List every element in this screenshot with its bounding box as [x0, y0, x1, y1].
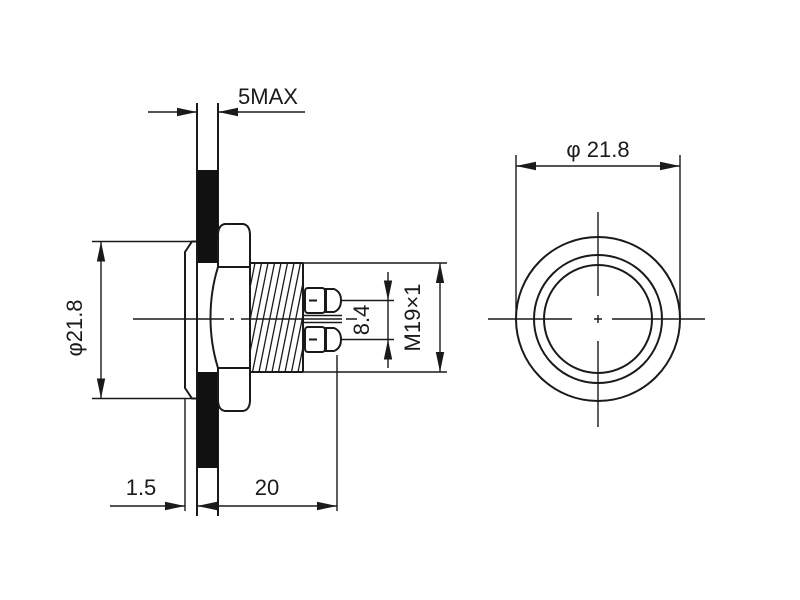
dim-5max-arrow-right — [218, 107, 238, 117]
dim-terminal-spacing: 8.4 — [341, 272, 394, 368]
dim-front-diameter: φ 21.8 — [515, 137, 681, 320]
dim-thread-spec: M19×1 — [303, 262, 447, 373]
bezel-profile — [184, 240, 198, 400]
dim-head-ext-lines — [92, 240, 197, 400]
thread-boundary — [250, 262, 304, 373]
hex-nut — [209, 223, 251, 412]
terminal-lower — [304, 326, 343, 353]
dim-terminal-spacing-label: 8.4 — [349, 305, 374, 336]
terminal-lower-screw-head — [325, 327, 343, 352]
dim-m19-arrow-top — [435, 263, 445, 283]
front-view: φ 21.8 — [488, 137, 705, 427]
dim-front-ext-lines — [515, 155, 681, 320]
dim-5max-arrow-left — [177, 107, 197, 117]
terminal-upper — [304, 287, 343, 314]
dim-15-arrow — [165, 501, 185, 511]
dim-84-ext-lines — [341, 299, 394, 341]
insulator-stack-lines — [303, 314, 342, 324]
dim-m19-ext-lines — [303, 262, 447, 373]
dim-bottom-ext-lines — [184, 355, 338, 511]
hex-nut-middle-facet — [209, 266, 251, 369]
dim-m19-arrow-bottom — [435, 352, 445, 372]
dim-front-arrow-left — [516, 161, 536, 171]
dim-body-length-label: 20 — [255, 475, 279, 500]
dim-front-arrow-right — [660, 161, 680, 171]
hex-nut-bottom-facet — [217, 367, 251, 412]
panel-section-fill-bottom — [197, 372, 218, 468]
dim-20-arrow-right — [317, 501, 337, 511]
threaded-body — [250, 262, 304, 373]
dim-head-diameter-label: φ21.8 — [62, 299, 87, 356]
dim-head-arrow-top — [96, 241, 106, 262]
dim-bezel-protrusion-label: 1.5 — [126, 475, 157, 500]
dim-5max-label: 5MAX — [238, 84, 298, 109]
dim-head-arrow-bottom — [96, 378, 106, 399]
hex-nut-top-facet — [217, 223, 251, 268]
panel-section-fill-top — [197, 170, 218, 263]
terminal-upper-screw-head — [325, 288, 343, 313]
dim-bottom-lengths: 1.5 20 — [110, 355, 338, 511]
dim-thread-spec-label: M19×1 — [400, 284, 425, 352]
dim-84-arrow-bottom — [383, 339, 393, 360]
side-view: 5MAX φ21.8 8.4 M19×1 — [62, 84, 447, 516]
dim-84-arrow-top — [383, 280, 393, 301]
dim-front-diameter-label: φ 21.8 — [566, 137, 629, 162]
dim-head-diameter: φ21.8 — [62, 240, 197, 400]
dim-20-arrow-left — [197, 501, 217, 511]
dim-panel-thickness: 5MAX — [148, 84, 305, 117]
